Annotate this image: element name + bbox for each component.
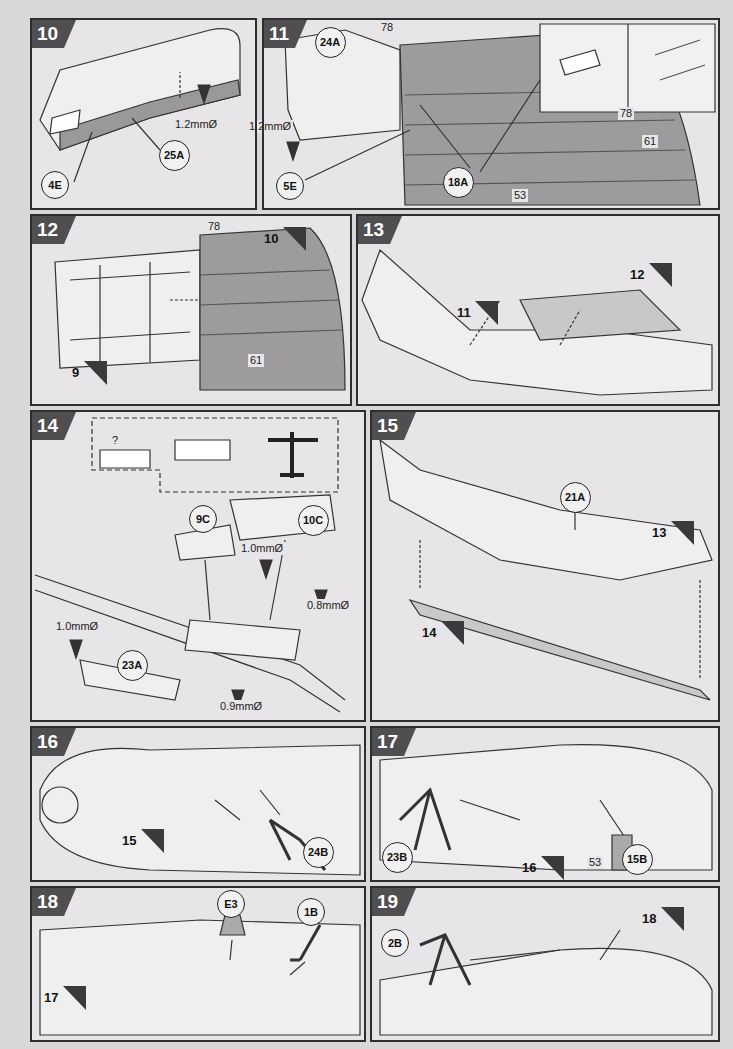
step-panel: 15 21A 13 14 (370, 410, 720, 722)
part-number: 10C (303, 514, 323, 526)
step-reference: 10 (264, 231, 278, 246)
step-reference: 9 (72, 365, 79, 380)
part-callout: 4E (41, 171, 69, 199)
subassembly-flag: 16 (520, 855, 565, 881)
part-number: 9C (196, 513, 210, 525)
part-number: 5E (283, 180, 296, 192)
step-number: 13 (363, 218, 384, 242)
step-reference: 13 (652, 525, 666, 540)
part-callout: 15B (622, 844, 653, 875)
part-label: 78 (379, 21, 395, 34)
part-callout: 24A (315, 27, 346, 58)
step-panel: 10 25A 4E (30, 18, 257, 210)
part-label: 78 (618, 107, 634, 120)
part-number: 21A (565, 491, 585, 503)
part-label: 53 (512, 189, 528, 202)
step-panel: 11 24A 5E 18A (262, 18, 720, 210)
drill-size: 1.2mmØ (247, 120, 293, 133)
step-panel: 17 23B 16 15B (370, 726, 720, 882)
part-callout: 10C (298, 505, 329, 536)
part-number: 15B (627, 853, 647, 865)
step-number: 16 (37, 730, 58, 754)
part-callout: 5E (276, 172, 304, 200)
step-number: 10 (37, 22, 58, 46)
part-number: 2B (388, 937, 402, 949)
part-callout: 25A (159, 140, 190, 171)
part-number: 25A (164, 149, 184, 161)
step-reference: 11 (457, 305, 471, 320)
part-callout: 21A (560, 482, 591, 513)
step-number: 14 (37, 414, 58, 438)
part-number: 1B (304, 906, 318, 918)
step-number: 17 (377, 730, 398, 754)
step-panel: 16 24B 15 (30, 726, 366, 882)
part-number: 23A (122, 659, 142, 671)
step-number: 12 (37, 218, 58, 242)
subassembly-flag: 9 (70, 360, 108, 386)
part-label: 61 (248, 354, 264, 367)
part-label: ? (110, 434, 120, 447)
part-number: 23B (387, 851, 407, 863)
step-panel: 12 10 9 (30, 214, 352, 406)
part-number: 24B (308, 846, 328, 858)
subassembly-flag: 17 (42, 985, 87, 1011)
subassembly-flag: 11 (455, 300, 499, 326)
drill-size: 1.0mmØ (54, 620, 100, 633)
drill-size: 1.2mmØ (173, 118, 219, 131)
subassembly-flag: 14 (420, 620, 465, 646)
step-panel: 18 E3 1B 17 (30, 886, 366, 1042)
part-callout: 23A (117, 650, 148, 681)
drill-size: 1.0mmØ (239, 542, 285, 555)
subassembly-flag: 15 (120, 828, 165, 854)
part-callout: 9C (189, 505, 217, 533)
part-callout: 23B (382, 842, 413, 873)
subassembly-flag: 13 (650, 520, 695, 546)
part-number: 4E (48, 179, 61, 191)
step-reference: 16 (522, 860, 536, 875)
drill-size: 0.9mmØ (218, 700, 264, 713)
part-callout: 2B (381, 929, 409, 957)
step-panel: 13 12 11 (356, 214, 720, 406)
part-label: 61 (642, 135, 658, 148)
part-number: E3 (224, 898, 237, 910)
subassembly-flag: 12 (628, 262, 673, 288)
step-number: 15 (377, 414, 398, 438)
part-label: 53 (587, 856, 603, 869)
step-panel: 14 9C 10C 23A (30, 410, 366, 722)
step-number: 11 (269, 22, 289, 46)
step-reference: 17 (44, 990, 58, 1005)
step-reference: 14 (422, 625, 436, 640)
subassembly-flag: 10 (262, 226, 307, 252)
part-callout: 1B (297, 898, 325, 926)
part-number: 18A (448, 176, 468, 188)
step-panel: 19 2B 18 (370, 886, 720, 1042)
step-reference: 12 (630, 267, 644, 282)
step-reference: 18 (642, 911, 656, 926)
part-callout: 18A (443, 167, 474, 198)
part-callout: E3 (217, 890, 245, 918)
part-label: 78 (206, 220, 222, 233)
step-reference: 15 (122, 833, 136, 848)
subassembly-flag: 18 (640, 906, 685, 932)
drill-size: 0.8mmØ (305, 599, 351, 612)
part-callout: 24B (303, 837, 334, 868)
step-number: 19 (377, 890, 398, 914)
part-number: 24A (320, 36, 340, 48)
step-number: 18 (37, 890, 58, 914)
